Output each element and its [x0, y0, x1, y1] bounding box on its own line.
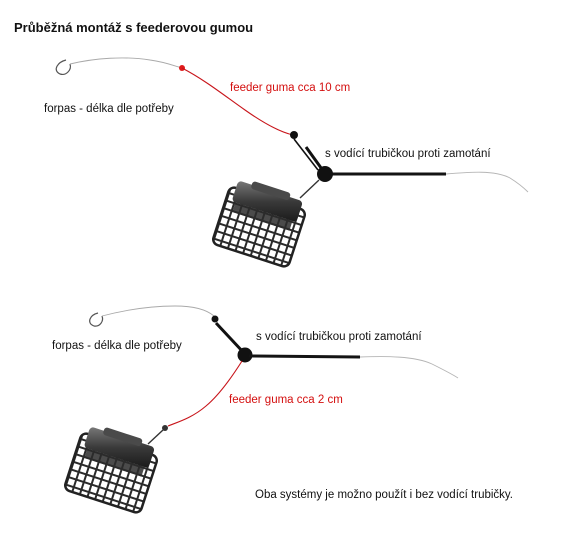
- bottom-rubber-label: feeder guma cca 2 cm: [229, 394, 343, 406]
- top-leader-label: forpas - délka dle potřeby: [44, 103, 174, 115]
- top-feeder-rubber: [181, 67, 294, 136]
- top-swivel-bead: [317, 166, 333, 182]
- diagram-title: Průběžná montáž s feederovou gumou: [14, 20, 254, 35]
- bottom-feeder-cage-icon: [63, 427, 159, 514]
- top-rubber-label: feeder guma cca 10 cm: [230, 82, 351, 94]
- bottom-anti-tangle-boom: [248, 354, 361, 359]
- top-feeder-link: [299, 179, 320, 199]
- bottom-swivel-bead: [237, 347, 253, 363]
- bottom-anti-tangle-tube: [214, 321, 246, 355]
- top-feeder-cage-icon: [211, 181, 307, 268]
- bottom-link-bead: [162, 425, 168, 431]
- bottom-leader-label: forpas - délka dle potřeby: [52, 340, 182, 352]
- bottom-hook-icon: [89, 312, 104, 327]
- bottom-black-bead: [211, 315, 219, 323]
- bottom-rig: [63, 305, 459, 514]
- bottom-leader-line: [101, 305, 215, 317]
- top-tube-label: s vodící trubičkou proti zamotání: [325, 148, 491, 160]
- top-mainline: [445, 171, 529, 193]
- bottom-feeder-link: [147, 429, 164, 445]
- top-line-to-swivel: [293, 138, 319, 171]
- bottom-mainline: [359, 356, 459, 379]
- top-rig: [55, 57, 529, 268]
- top-black-bead: [290, 131, 298, 139]
- top-leader-line: [69, 57, 183, 69]
- bottom-tube-label: s vodící trubičkou proti zamotání: [256, 331, 422, 343]
- top-hook-icon: [55, 59, 71, 75]
- bottom-feeder-rubber: [167, 360, 243, 427]
- footnote: Oba systémy je možno použít i bez vodící…: [255, 489, 514, 501]
